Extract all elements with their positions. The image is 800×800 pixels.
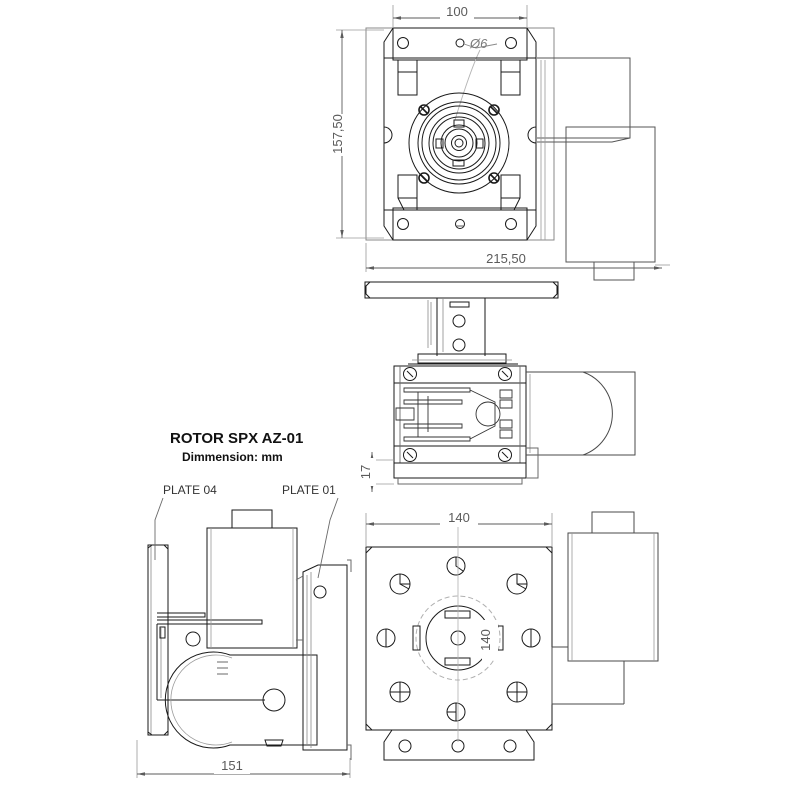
dimension-140-horizontal-label: 140 [448, 510, 470, 525]
top-view-hub-bolts [418, 104, 500, 184]
dimension-100: 100 [392, 4, 528, 28]
top-view-motor-block [537, 57, 631, 143]
middle-view-column [427, 298, 486, 356]
bottom-right-mount-tab [383, 729, 535, 761]
top-view [365, 27, 656, 281]
bottom-left-drum [164, 651, 318, 749]
middle-view-top-bar [364, 281, 559, 299]
top-view-flange-holes [397, 37, 517, 230]
dimension-151: 151 [136, 740, 351, 778]
top-view-block-detail [540, 60, 546, 240]
dimension-151-label: 151 [221, 758, 243, 773]
plate-01-geometry [295, 559, 352, 760]
top-view-side-lugs [383, 126, 537, 144]
dimension-157-50: 157,50 [330, 29, 384, 239]
top-view-corner-brackets [397, 59, 521, 211]
bottom-left-motor-box [206, 509, 298, 649]
title-block: ROTOR SPX AZ-01 Dimmension: mm [170, 430, 303, 464]
middle-view [364, 281, 636, 485]
dimension-140-vertical-label: 140 [478, 629, 493, 651]
dimension-17-label: 17 [358, 465, 373, 479]
diameter-6-leader [454, 43, 498, 121]
middle-view-internal-mechanism [395, 387, 513, 442]
dimension-17: 17 [358, 452, 394, 492]
top-view-flange [383, 27, 537, 241]
dimension-215-50: 215,50 [365, 243, 670, 272]
dimension-140-horizontal: 140 [365, 510, 553, 547]
plate-01-label: PLATE 01 [282, 483, 336, 497]
diameter-6-label: Ø6 [469, 36, 488, 51]
bottom-right-motor-block [551, 511, 659, 705]
plate-04-leader [154, 497, 164, 560]
bottom-right-view [365, 511, 659, 761]
top-view-hub-slots [435, 119, 484, 167]
dimension-100-label: 100 [446, 4, 468, 19]
dimension-140-vertical: 140 [478, 620, 498, 660]
page-title: ROTOR SPX AZ-01 [170, 430, 303, 447]
callout-plate-04: PLATE 04 [154, 483, 217, 560]
top-view-body-plate [383, 57, 537, 211]
plate-04-label: PLATE 04 [163, 483, 217, 497]
middle-view-base-plate [408, 353, 518, 365]
bottom-right-bolt-holes [376, 556, 541, 722]
dimension-215-50-label: 215,50 [486, 251, 526, 266]
units-subtitle: Dimmension: mm [182, 450, 283, 464]
plate-01-leader [317, 497, 339, 579]
top-view-rotor-hub [408, 92, 510, 194]
top-view-cylinder-body [565, 126, 656, 281]
middle-view-motor-drum [526, 371, 636, 456]
callout-plate-01: PLATE 01 [282, 483, 339, 579]
middle-view-tab [526, 447, 539, 479]
bottom-left-view [147, 509, 352, 760]
dimension-157-50-label: 157,50 [330, 114, 345, 154]
bottom-left-rail [156, 612, 265, 701]
plate-04-geometry [147, 544, 169, 736]
